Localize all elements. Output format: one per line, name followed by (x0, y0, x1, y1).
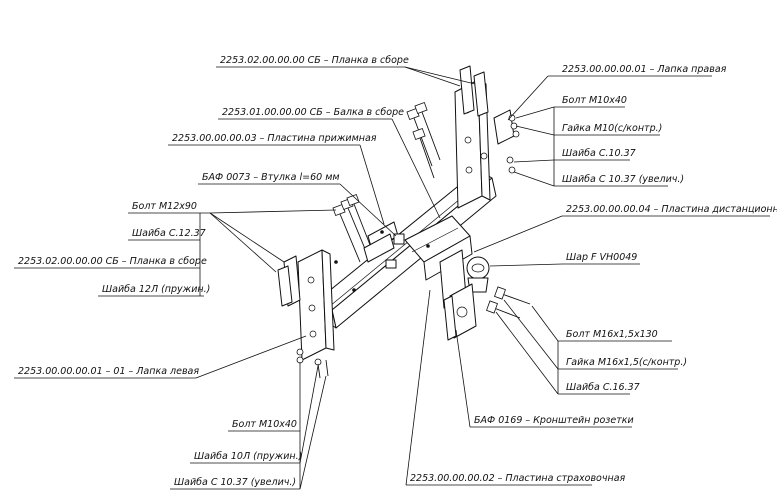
label-paw-left: 2253.00.00.00.01 – 01 – Лапка левая (18, 366, 199, 377)
label-beam: 2253.01.00.00.00 СБ – Балка в сборе (222, 107, 404, 118)
label-nut-m16: Гайка M16x1,5(с/контр.) (566, 357, 687, 368)
label-plank-left: 2253.02.00.00.00 СБ – Планка в сборе (18, 256, 207, 267)
label-plank-top: 2253.02.00.00.00 СБ – Планка в сборе (220, 55, 409, 66)
bolts-m16 (486, 286, 531, 319)
label-plate-safety: 2253.00.00.00.02 – Пластина страховочная (410, 473, 626, 484)
label-sleeve: БАФ 0073 – Втулка l=60 мм (202, 172, 340, 183)
label-bolt-m16: Болт M16x1,5x130 (566, 329, 658, 340)
label-bolt-m10-bottom: Болт M10x40 (232, 419, 297, 430)
label-bolt-m12: Болт M12x90 (132, 201, 197, 212)
label-plate-clamp: 2253.00.00.00.03 – Пластина прижимная (172, 133, 377, 144)
label-washer-10l: Шайба 10Л (пружин.) (194, 451, 302, 462)
label-washer-c10-big-bottom: Шайба С 10.37 (увелич.) (174, 477, 296, 488)
label-nut-m10-right: Гайка M10(с/контр.) (562, 123, 662, 134)
label-plate-spacer: 2253.00.00.00.04 – Пластина дистанционна… (566, 204, 777, 215)
callouts: 2253.02.00.00.00 СБ – Планка в сборе 225… (14, 55, 777, 490)
label-socket-bracket: БАФ 0169 – Кронштейн розетки (474, 415, 634, 426)
bolts-m12-right (406, 102, 441, 179)
bottom-m10-hardware (296, 348, 329, 379)
hitch-drawing (277, 65, 531, 379)
label-washer-12l: Шайба 12Л (пружин.) (102, 284, 210, 295)
misc-washers (334, 230, 430, 292)
label-bolt-m10-right: Болт M10x40 (562, 95, 627, 106)
label-ball: Шар F VH0049 (566, 252, 637, 263)
tow-bar (404, 215, 473, 309)
label-paw-right: 2253.00.00.00.01 – Лапка правая (562, 64, 727, 75)
label-washer-c12: Шайба С.12.37 (132, 228, 206, 239)
right-bracket (454, 65, 491, 209)
socket-bracket-part (443, 283, 477, 341)
left-bracket (277, 249, 335, 361)
tow-ball (466, 256, 490, 293)
label-washer-c10-big-right: Шайба С 10.37 (увелич.) (562, 174, 684, 185)
label-washer-c10-right: Шайба С.10.37 (562, 148, 636, 159)
label-washer-c16: Шайба С.16.37 (566, 382, 640, 393)
clamp-plates (363, 221, 405, 269)
